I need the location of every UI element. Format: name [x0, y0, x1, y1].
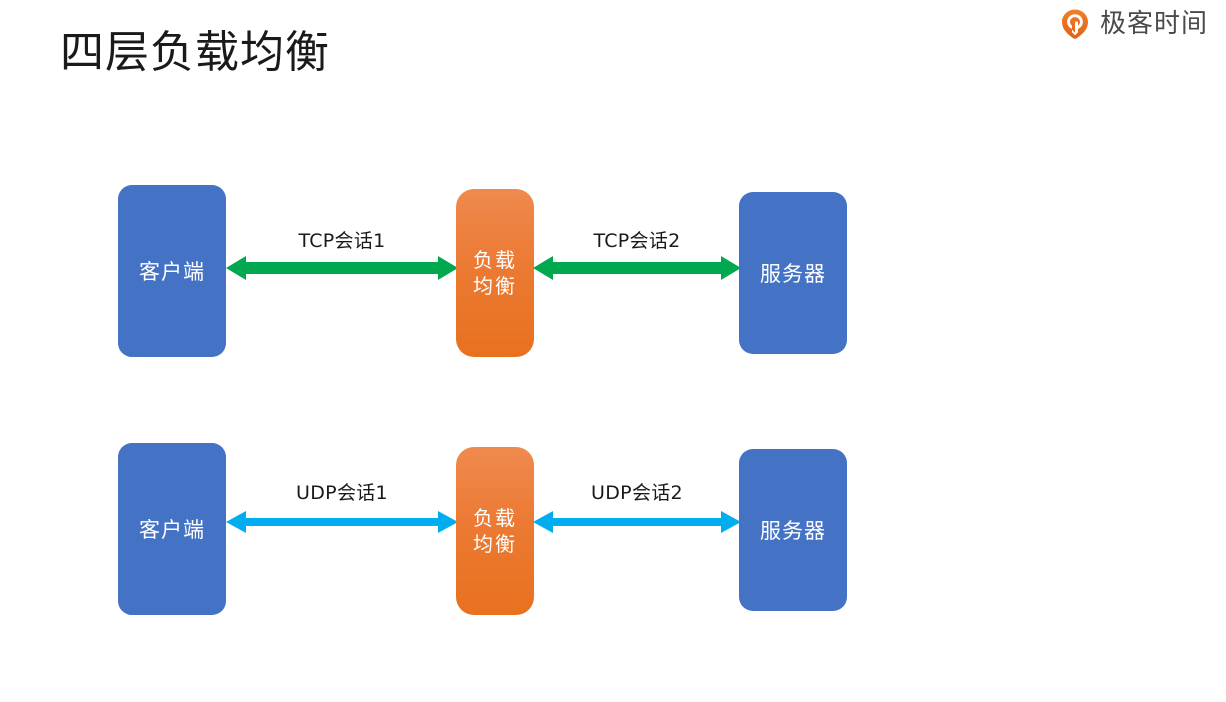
- node-server-udp: 服务器: [739, 449, 847, 611]
- node-load-balancer-tcp: 负载 均衡: [456, 189, 534, 357]
- node-load-balancer-udp-label: 负载 均衡: [473, 505, 517, 558]
- arrow-label-udp-1: UDP会话1: [296, 482, 388, 504]
- arrow-client-to-balancer-udp: [226, 502, 458, 542]
- node-client-tcp-label: 客户端: [139, 260, 205, 284]
- arrow-balancer-to-server-udp: [533, 502, 741, 542]
- arrow-label-tcp-1: TCP会话1: [298, 230, 386, 252]
- node-load-balancer-tcp-label: 负载 均衡: [473, 247, 517, 300]
- node-load-balancer-udp: 负载 均衡: [456, 447, 534, 615]
- arrow-balancer-to-server-tcp: [533, 248, 741, 288]
- node-client-udp-label: 客户端: [139, 518, 205, 542]
- node-server-tcp-label: 服务器: [760, 262, 826, 286]
- geektime-pin-icon: [1059, 8, 1091, 40]
- diagram-row-udp: 客户端 UDP会话1 负载 均衡 UDP会话2 服务器: [0, 430, 1226, 630]
- node-lb-udp-line1: 负载: [473, 505, 517, 530]
- node-client-tcp: 客户端: [118, 185, 226, 357]
- node-lb-tcp-line2: 均衡: [473, 274, 517, 298]
- node-lb-tcp-line1: 负载: [473, 247, 517, 272]
- diagram-row-tcp: 客户端 TCP会话1 负载 均衡 TCP会话2 服务器: [0, 173, 1226, 373]
- arrow-label-udp-2: UDP会话2: [591, 482, 683, 504]
- node-lb-udp-line2: 均衡: [473, 532, 517, 556]
- arrow-label-tcp-2: TCP会话2: [593, 230, 681, 252]
- node-client-udp: 客户端: [118, 443, 226, 615]
- page-title: 四层负载均衡: [60, 27, 330, 78]
- node-server-tcp: 服务器: [739, 192, 847, 354]
- brand-logo-text: 极客时间: [1099, 9, 1208, 39]
- arrow-client-to-balancer-tcp: [226, 248, 458, 288]
- brand-logo: 极客时间: [1059, 8, 1208, 40]
- node-server-udp-label: 服务器: [760, 519, 826, 543]
